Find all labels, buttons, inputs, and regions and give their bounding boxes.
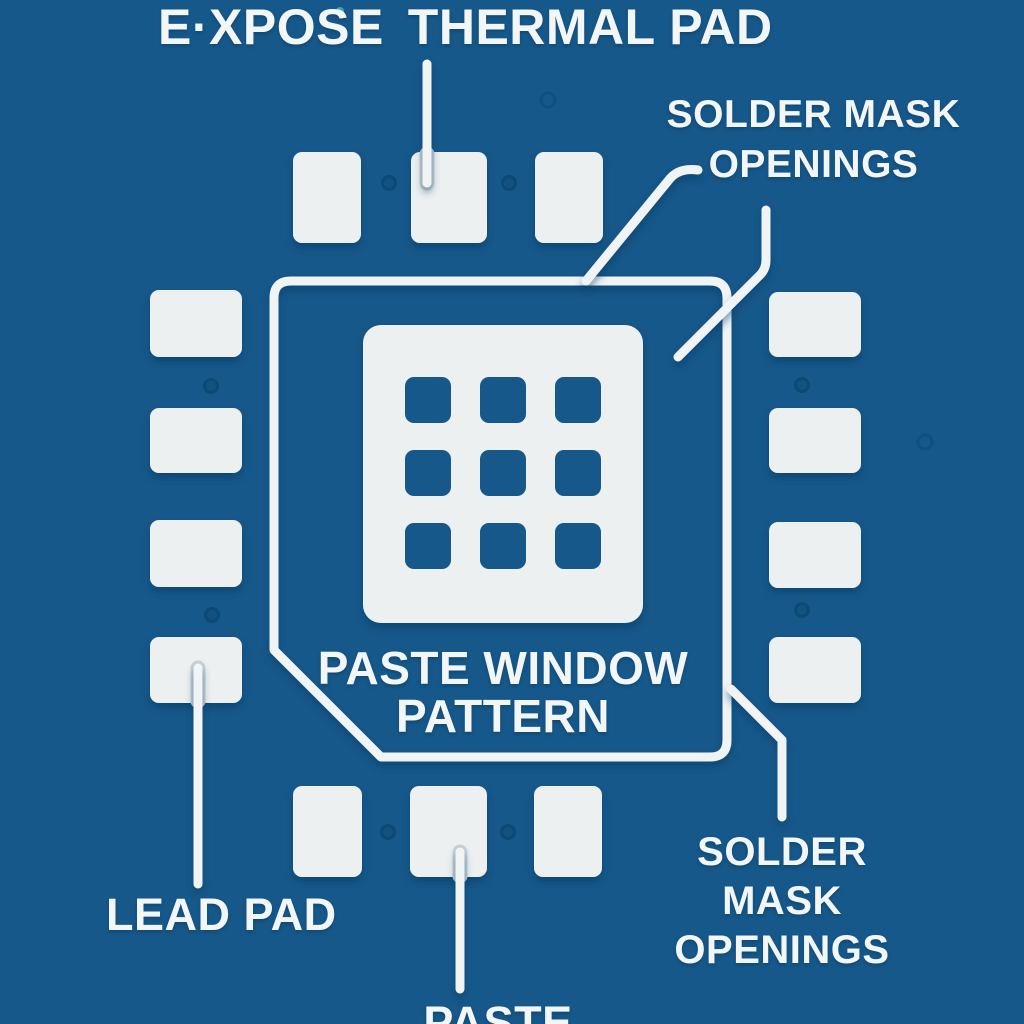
teal-speck-dot (336, 7, 344, 15)
faint-ring-dot (539, 91, 557, 109)
lead-pad-left-1 (150, 290, 242, 357)
lead-pad-right-2 (769, 408, 861, 473)
label-line: MASK (722, 879, 842, 923)
lead-pad-top-1 (293, 152, 361, 243)
lead-pad-bottom-3 (534, 786, 602, 877)
lead-pad-bottom-2 (410, 786, 487, 877)
via-dot (204, 607, 220, 623)
label-solder-mask-openings-top: SOLDER MASK OPENINGS (640, 90, 987, 190)
package-outline (269, 276, 732, 762)
label-expose-thermal-pad: E·XPOSE THERMAL PAD (158, 2, 773, 52)
leader-solder-mask-top-a (581, 165, 703, 286)
paste-window-grid (405, 377, 601, 569)
via-dot (500, 824, 516, 840)
label-line: PATTERN (396, 690, 610, 742)
paste-aperture-r3c2 (480, 523, 526, 569)
paste-aperture-r1c3 (555, 377, 601, 423)
via-dot (794, 602, 810, 618)
lead-pads-layer (150, 152, 861, 877)
label-paste-window-footer: PASTE WINDOW (423, 997, 573, 1024)
paste-aperture-r1c1 (405, 377, 451, 423)
via-dots-layer (203, 7, 934, 840)
faint-ring-dot (916, 433, 934, 451)
label-solder-mask-openings-bottom: SOLDER MASK OPENINGS (632, 828, 932, 975)
lead-pad-right-3 (769, 522, 861, 588)
lead-pad-right-4 (769, 637, 861, 703)
leader-solder-mask-top-b (673, 205, 771, 362)
label-line: SOLDER (697, 830, 867, 874)
lead-pad-left-2 (150, 408, 242, 473)
via-dot (380, 824, 396, 840)
via-dot (203, 378, 219, 394)
paste-aperture-r2c3 (555, 450, 601, 496)
lead-pad-right-1 (769, 292, 861, 357)
via-dot (381, 175, 397, 191)
lead-pad-left-3 (150, 520, 242, 587)
label-expose: E·XPOSE (158, 0, 384, 55)
label-line: OPENINGS (674, 928, 890, 972)
label-line: SOLDER MASK (666, 93, 961, 136)
paste-aperture-r3c1 (405, 523, 451, 569)
paste-aperture-r3c3 (555, 523, 601, 569)
label-paste-window-pattern: PASTE WINDOW PATTERN (275, 644, 731, 740)
via-dot (794, 377, 810, 393)
via-dot (501, 175, 517, 191)
leader-solder-mask-bottom (726, 684, 787, 822)
leader-lines-layer (193, 59, 787, 994)
paste-aperture-r1c2 (480, 377, 526, 423)
lead-pad-top-3 (535, 152, 603, 243)
label-lead-pad: LEAD PAD (106, 889, 337, 940)
label-thermal-pad: THERMAL PAD (407, 0, 773, 55)
paste-aperture-r2c2 (480, 450, 526, 496)
label-line: OPENINGS (708, 143, 919, 186)
paste-aperture-r2c1 (405, 450, 451, 496)
label-line: PASTE WINDOW (317, 642, 689, 694)
lead-pad-bottom-1 (293, 786, 362, 877)
